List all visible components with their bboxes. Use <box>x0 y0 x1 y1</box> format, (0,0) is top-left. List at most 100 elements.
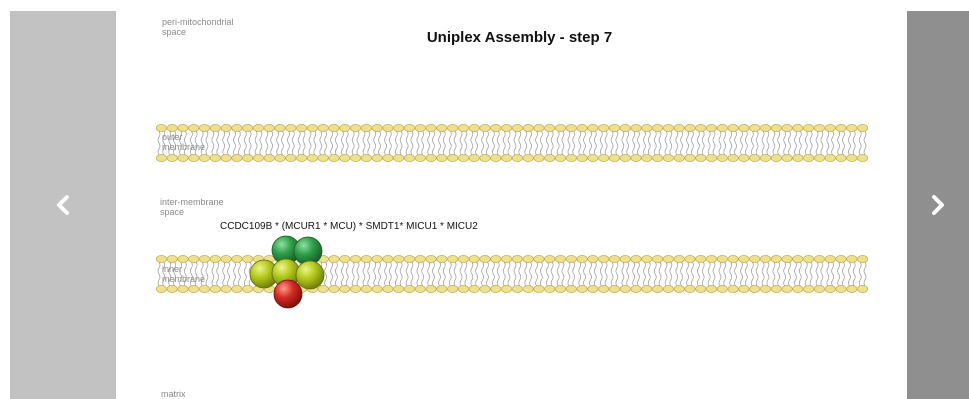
lipid-head <box>587 124 599 132</box>
lipid-head <box>242 255 254 263</box>
lipid-head <box>824 255 836 263</box>
lipid-head <box>544 255 556 263</box>
lipid-head <box>630 154 642 162</box>
lipid-head <box>166 124 178 132</box>
lipid-head <box>598 285 610 293</box>
lipid-head <box>738 285 750 293</box>
lipid-head <box>350 255 362 263</box>
lipid-head <box>565 124 577 132</box>
lipid-head <box>695 255 707 263</box>
lipid-head <box>490 285 502 293</box>
lipid-head <box>156 255 167 263</box>
lipid-head <box>457 124 469 132</box>
lipid-head <box>263 124 275 132</box>
lipid-head <box>684 255 696 263</box>
lipid-head <box>447 255 459 263</box>
lipid-head <box>544 124 556 132</box>
lipid-head <box>414 255 426 263</box>
lipid-head <box>652 285 664 293</box>
lipid-head <box>447 285 459 293</box>
lipid-head <box>436 124 448 132</box>
lipid-head <box>813 255 825 263</box>
lipid-head <box>760 255 772 263</box>
lipid-head <box>156 124 167 132</box>
outer-membrane-label: outer membrane <box>162 132 206 152</box>
lipid-head <box>716 124 728 132</box>
lipid-head <box>706 154 718 162</box>
lipid-head <box>803 124 815 132</box>
lipid-head <box>436 154 448 162</box>
lipid-head <box>231 255 243 263</box>
lipid-head <box>404 255 416 263</box>
lipid-head <box>339 124 351 132</box>
lipid-head <box>188 255 200 263</box>
lipid-head <box>630 285 642 293</box>
lipid-head <box>231 154 243 162</box>
lipid-head <box>716 154 728 162</box>
lipid-head <box>285 154 297 162</box>
inter-membrane-space-label: inter-membrane space <box>160 197 224 217</box>
lipid-head <box>608 124 620 132</box>
lipid-head <box>857 255 868 263</box>
lipid-head <box>350 124 362 132</box>
lipid-head <box>792 154 804 162</box>
lipid-head <box>468 124 480 132</box>
lipid-head <box>727 285 739 293</box>
lipid-head <box>404 124 416 132</box>
lipid-head <box>371 255 383 263</box>
lipid-head <box>738 154 750 162</box>
lipid-head <box>306 154 318 162</box>
lipid-head <box>749 285 761 293</box>
uniplex-complex-label: CCDC109B * (MCUR1 * MCU) * SMDT1* MICU1 … <box>220 221 478 232</box>
lipid-head <box>684 285 696 293</box>
lipid-head <box>555 285 567 293</box>
lipid-head <box>846 285 858 293</box>
lipid-head <box>695 154 707 162</box>
lipid-head <box>317 154 329 162</box>
lipid-head <box>641 255 653 263</box>
lipid-head <box>393 124 405 132</box>
lipid-head <box>425 124 437 132</box>
lipid-head <box>457 154 469 162</box>
lipid-head <box>598 154 610 162</box>
lipid-head <box>414 124 426 132</box>
lipid-head <box>511 285 523 293</box>
lipid-head <box>706 285 718 293</box>
lipid-head <box>803 255 815 263</box>
lipid-head <box>673 124 685 132</box>
lipid-head <box>803 285 815 293</box>
lipid-head <box>425 154 437 162</box>
lipid-head <box>393 285 405 293</box>
lipid-head <box>360 154 372 162</box>
lipid-head <box>166 285 178 293</box>
lipid-head <box>576 124 588 132</box>
lipid-head <box>770 124 782 132</box>
previous-slide-button[interactable] <box>10 11 116 399</box>
lipid-head <box>501 124 513 132</box>
lipid-head <box>857 124 868 132</box>
next-slide-button[interactable] <box>907 11 969 399</box>
lipid-head <box>641 285 653 293</box>
lipid-head <box>760 154 772 162</box>
lipid-head <box>792 285 804 293</box>
lipid-head <box>177 255 189 263</box>
lipid-head <box>641 124 653 132</box>
lipid-head <box>673 255 685 263</box>
lipid-head <box>177 154 189 162</box>
lipid-head <box>425 285 437 293</box>
lipid-head <box>209 255 221 263</box>
lipid-head <box>371 154 383 162</box>
lipid-head <box>479 154 491 162</box>
lipid-head <box>220 154 232 162</box>
lime-subunit <box>295 260 325 290</box>
lipid-head <box>835 154 847 162</box>
lipid-head <box>598 124 610 132</box>
lipid-head <box>328 285 340 293</box>
lipid-head <box>781 285 793 293</box>
lipid-head <box>231 285 243 293</box>
lipid-head <box>371 285 383 293</box>
lipid-head <box>565 154 577 162</box>
lipid-head <box>781 255 793 263</box>
lipid-head <box>533 255 545 263</box>
lipid-head <box>414 285 426 293</box>
